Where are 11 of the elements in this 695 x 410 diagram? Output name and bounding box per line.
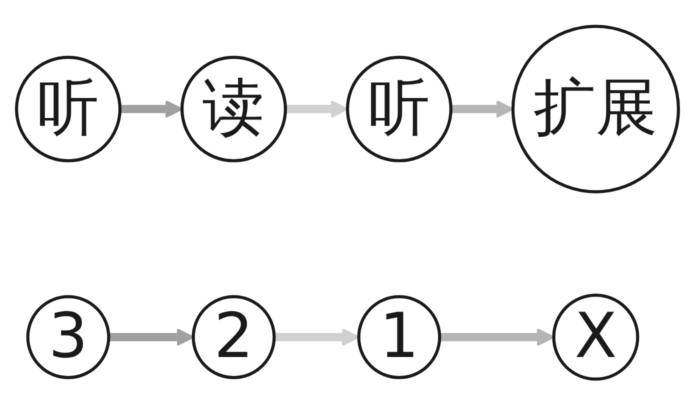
circle-node: 听 — [346, 56, 452, 162]
arrow — [450, 100, 514, 118]
circle-node: 听 — [15, 56, 122, 162]
circle-node: 读 — [180, 56, 287, 162]
arrow — [285, 100, 348, 118]
circle-node: X — [552, 294, 640, 381]
circle-node: 3 — [26, 295, 110, 380]
circle-node: 扩展 — [511, 24, 680, 194]
circle-node: 2 — [192, 295, 276, 380]
arrow — [120, 100, 183, 118]
circle-node: 1 — [357, 295, 442, 380]
